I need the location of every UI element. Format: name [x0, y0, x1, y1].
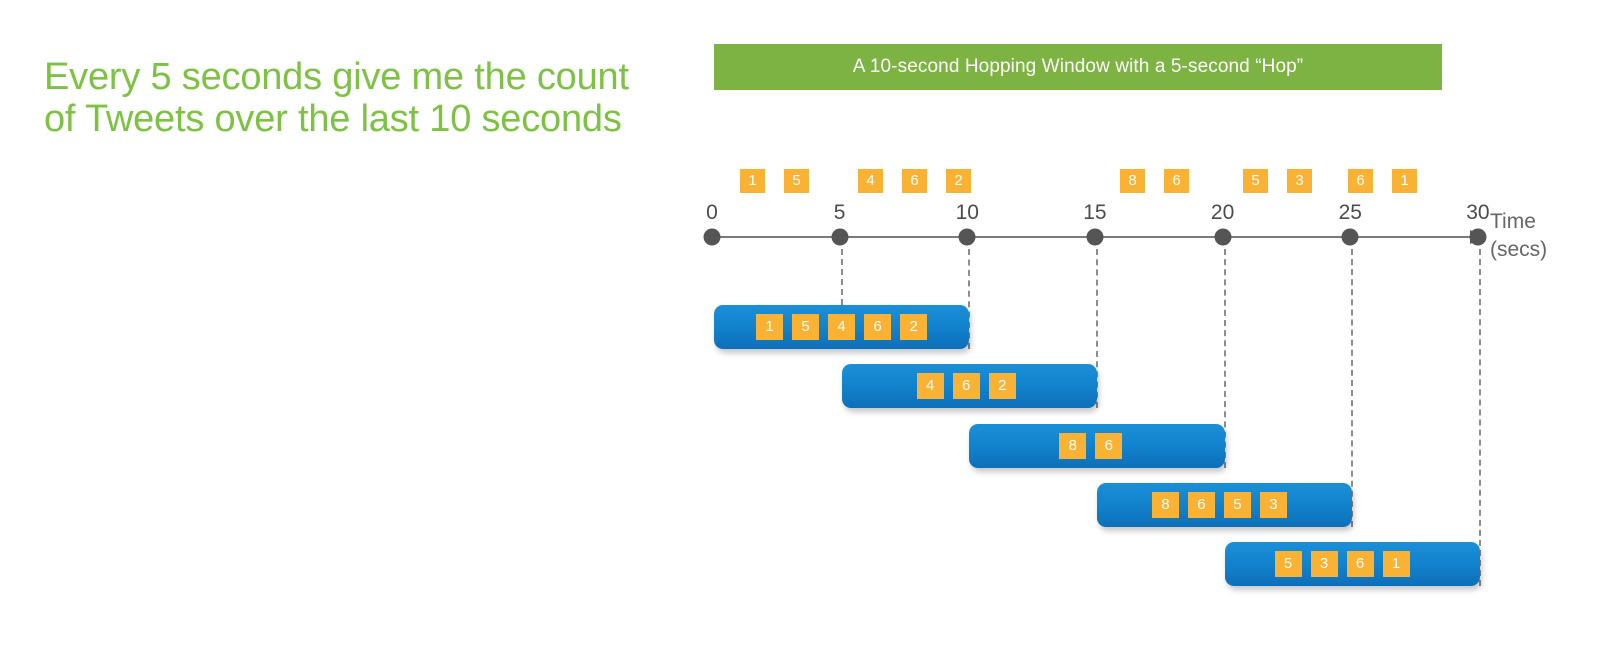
- timeline-tick-dot: [1341, 228, 1359, 246]
- window-end-drop-line: [1351, 249, 1354, 527]
- axis-event-token: 2: [946, 169, 971, 193]
- window-event-token: 3: [1310, 551, 1338, 577]
- timeline-tick-label: 0: [706, 201, 718, 224]
- window-event-token: 4: [916, 373, 944, 399]
- window-event-token: 8: [1151, 492, 1179, 518]
- timeline-axis-label: Time (secs): [1490, 208, 1547, 264]
- timeline-tick-label: 10: [955, 201, 979, 224]
- window-event-token: 5: [792, 314, 819, 340]
- axis-event-token: 3: [1287, 169, 1312, 193]
- window-event-token: 2: [988, 373, 1016, 399]
- timeline-tick-label: 15: [1083, 201, 1107, 224]
- window-event-token: 6: [952, 373, 980, 399]
- window-end-drop-line: [1223, 249, 1226, 468]
- window-event-token: 6: [864, 314, 891, 340]
- timeline-axis-label-line2: (secs): [1490, 238, 1548, 261]
- window-event-token: 6: [1346, 551, 1374, 577]
- axis-event-token: 8: [1120, 169, 1145, 193]
- window-event-token: 2: [900, 314, 927, 340]
- window-end-drop-line: [968, 249, 971, 349]
- timeline-tick-dot: [831, 228, 849, 246]
- banner-title: A 10-second Hopping Window with a 5-seco…: [852, 56, 1304, 77]
- timeline-tick-dot: [1214, 228, 1232, 246]
- window-event-token: 5: [1223, 492, 1251, 518]
- timeline-tick-dot: [703, 228, 721, 246]
- timeline-tick-label: 20: [1210, 201, 1235, 224]
- timeline-tick-label: 25: [1338, 201, 1362, 224]
- window-event-token: 3: [1259, 492, 1287, 518]
- page-title: Every 5 seconds give me the count of Twe…: [44, 56, 629, 140]
- timeline-tick-dot: [1086, 228, 1104, 246]
- window-end-drop-line: [1478, 249, 1481, 586]
- banner: A 10-second Hopping Window with a 5-seco…: [714, 44, 1442, 90]
- window-event-token: 4: [828, 314, 855, 340]
- window-event-token: 1: [756, 314, 783, 340]
- axis-event-token: 6: [1164, 169, 1189, 193]
- axis-event-token: 5: [784, 169, 809, 193]
- timeline-tick-label: 30: [1466, 201, 1490, 224]
- axis-event-token: 6: [1348, 169, 1373, 193]
- window-event-token: 1: [1382, 551, 1410, 577]
- axis-event-token: 1: [1392, 169, 1417, 193]
- axis-event-token: 6: [902, 169, 927, 193]
- window-event-token: 5: [1274, 551, 1302, 577]
- timeline-axis-label-line1: Time: [1490, 210, 1536, 233]
- axis-event-token: 4: [858, 169, 883, 193]
- window-event-token: 6: [1095, 433, 1123, 459]
- window-start-drop-line: [840, 249, 843, 305]
- timeline-tick-dot: [1469, 228, 1487, 246]
- timeline-tick-dot: [958, 228, 976, 246]
- axis-event-token: 1: [740, 169, 765, 193]
- axis-event-token: 5: [1243, 169, 1268, 193]
- timeline-tick-label: 5: [833, 201, 846, 224]
- window-event-token: 8: [1059, 433, 1087, 459]
- window-end-drop-line: [1095, 249, 1098, 408]
- window-event-token: 6: [1187, 492, 1215, 518]
